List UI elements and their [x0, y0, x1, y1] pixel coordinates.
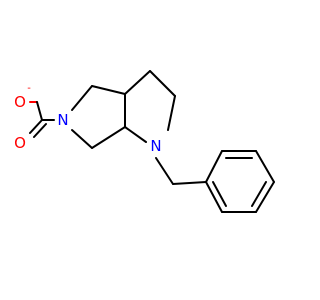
bond-carbonyl-1: [29, 119, 43, 134]
benzene-double-3: [212, 181, 227, 207]
bond-benzyl-ch2-ring: [172, 181, 207, 185]
benzene-bond-1: [205, 150, 223, 183]
atom-o-minus: O: [14, 93, 26, 111]
bond-carbonyl-2: [33, 123, 47, 138]
molecule-structure: O - O N N: [14, 70, 275, 213]
atom-o-minus-charge: -: [27, 83, 31, 94]
benzene-bond-4: [255, 181, 275, 213]
atom-n-carbamate: N: [57, 111, 68, 129]
atom-n-benzyl: N: [150, 137, 161, 155]
bond-ch-ch2-a: [124, 70, 151, 95]
bond-n-benzyl-ch2: [155, 157, 174, 185]
bond-ch2-b-n: [167, 95, 176, 131]
bond-n-ch2-top: [71, 85, 93, 111]
bond-ch2-a-ch2-b: [149, 70, 176, 97]
benzene-double-2: [251, 181, 267, 207]
bond-ch2-bottom-n: [71, 129, 93, 149]
bond-ch2-top-ch: [91, 85, 126, 95]
atom-carbonyl-o: O: [14, 134, 26, 152]
bond-n-ch: [124, 126, 147, 143]
benzene-bond-6: [205, 181, 223, 213]
bond-c-o-minus-dark: [36, 101, 43, 121]
benzene-bond-3: [255, 150, 275, 183]
bond-ch-ch2-bottom: [91, 126, 126, 149]
